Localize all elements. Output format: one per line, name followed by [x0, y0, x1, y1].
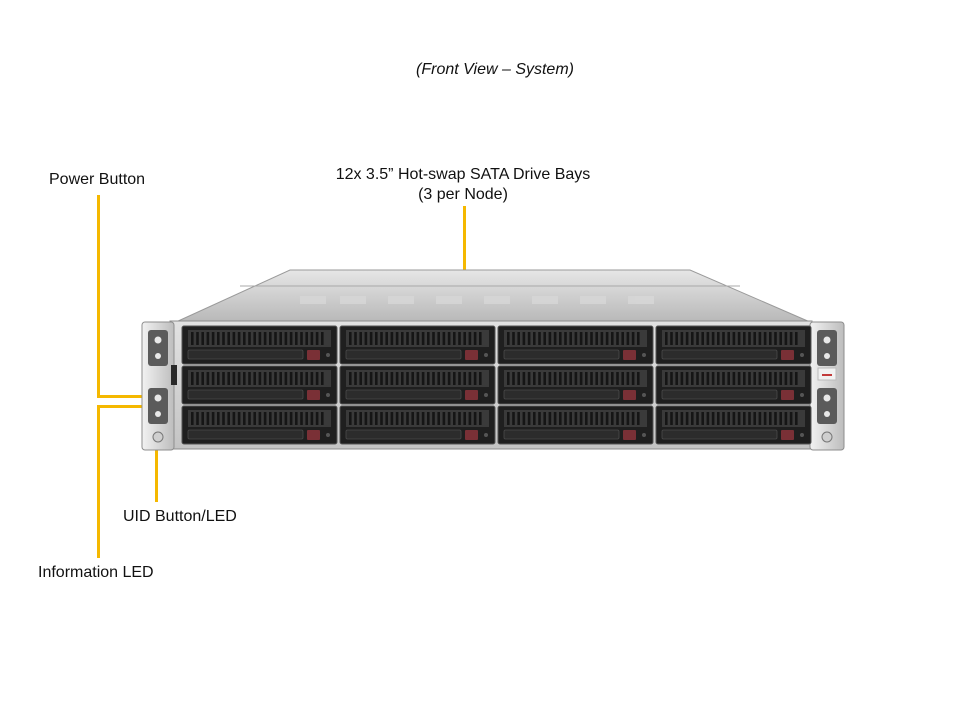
left-control-panel-lower [148, 388, 168, 424]
drive-activity-led [326, 393, 330, 397]
drive-release-tab [307, 350, 320, 360]
drive-tray[interactable] [181, 325, 338, 365]
information-led-callout-vertical [97, 406, 100, 558]
power-button-icon [154, 336, 162, 344]
drive-activity-led [326, 433, 330, 437]
drive-tray[interactable] [339, 365, 496, 405]
drive-bays-label-line2: (3 per Node) [418, 186, 508, 203]
drive-tray[interactable] [655, 405, 812, 445]
drive-release-tab [781, 430, 794, 440]
power-button-label: Power Button [49, 171, 146, 188]
drive-tray[interactable] [497, 325, 654, 365]
chassis-top-vents [300, 296, 654, 304]
drive-activity-led [800, 353, 804, 357]
information-led-callout-horizontal [97, 405, 152, 408]
drive-activity-led [642, 433, 646, 437]
power-button-callout-horizontal [97, 395, 152, 398]
drive-tray[interactable] [655, 325, 812, 365]
drive-release-tab [781, 390, 794, 400]
drive-activity-led [484, 353, 488, 357]
drive-activity-led [642, 393, 646, 397]
drive-activity-led [800, 393, 804, 397]
drive-activity-led [326, 353, 330, 357]
drive-bays-label-line1: 12x 3.5” Hot-swap SATA Drive Bays [335, 166, 591, 183]
drive-tray[interactable] [339, 325, 496, 365]
caption: (Front View – System) [416, 61, 574, 78]
drive-release-tab [465, 350, 478, 360]
drive-tray[interactable] [181, 365, 338, 405]
drive-release-tab [623, 390, 636, 400]
drive-tray[interactable] [655, 365, 812, 405]
drive-activity-led [642, 353, 646, 357]
uid-led-icon [154, 394, 162, 402]
drive-tray[interactable] [497, 365, 654, 405]
uid-button-label: UID Button/LED [123, 508, 237, 525]
drive-release-tab [307, 390, 320, 400]
uid-button-callout-line [155, 448, 158, 502]
drive-release-tab [307, 430, 320, 440]
information-led-label: Information LED [38, 564, 154, 581]
right-control-panel-lower [817, 388, 837, 424]
drive-activity-led [484, 393, 488, 397]
drive-release-tab [465, 390, 478, 400]
right-control-panel-upper [817, 330, 837, 366]
drive-activity-led [484, 433, 488, 437]
right-thumbscrew-icon [821, 431, 833, 443]
drive-release-tab [781, 350, 794, 360]
drive-bays-label: 12x 3.5” Hot-swap SATA Drive Bays (3 per… [320, 165, 606, 205]
information-led-icon [155, 411, 161, 417]
drive-activity-led [800, 433, 804, 437]
drive-release-tab [623, 350, 636, 360]
drive-release-tab [465, 430, 478, 440]
left-rack-ear [141, 321, 177, 451]
left-control-panel-upper [148, 330, 168, 366]
drive-tray[interactable] [497, 405, 654, 445]
left-thumbscrew-icon [152, 431, 164, 443]
drive-release-tab [623, 430, 636, 440]
drive-tray[interactable] [181, 405, 338, 445]
power-button-callout-vertical [97, 195, 100, 397]
drive-tray[interactable] [339, 405, 496, 445]
right-rack-ear [809, 321, 845, 451]
